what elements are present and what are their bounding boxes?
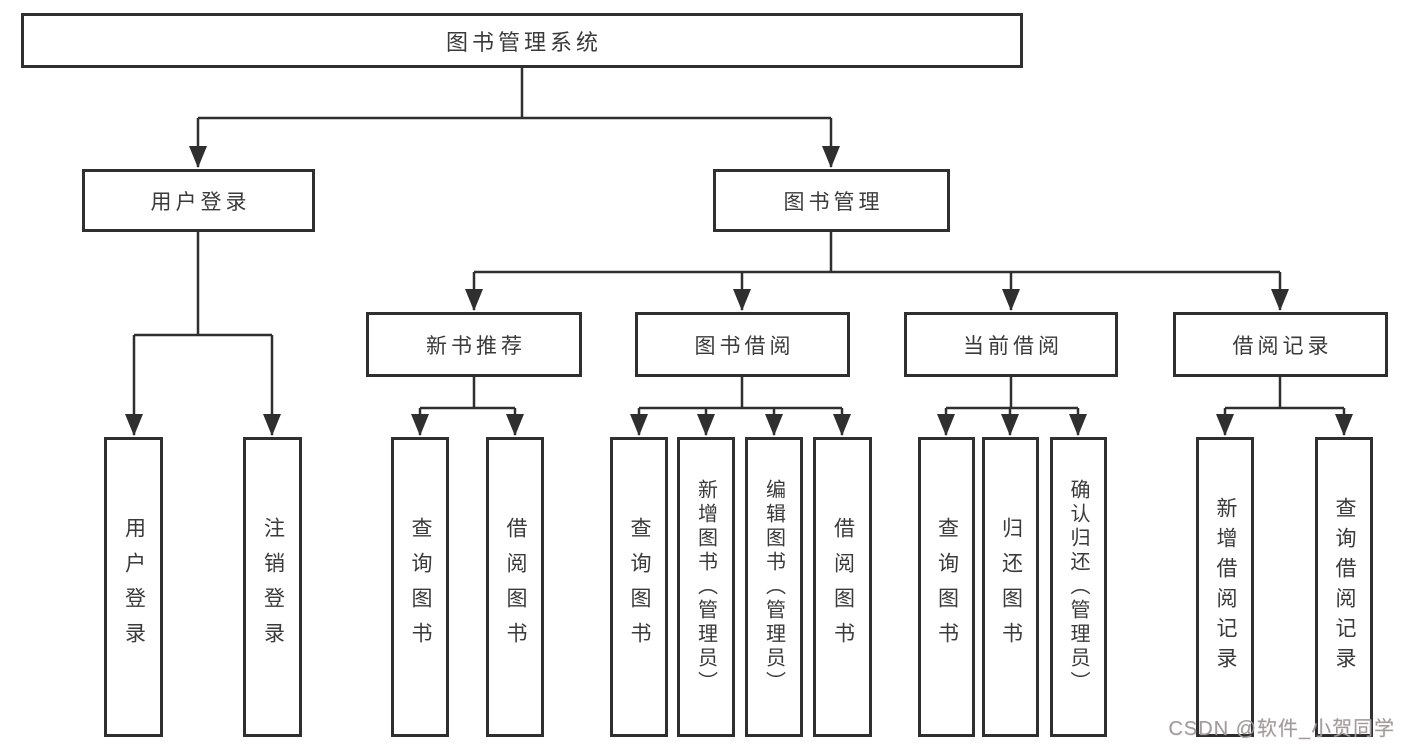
connector-book-management-split (474, 232, 1280, 274)
connector-current-borrow-split (946, 377, 1078, 410)
node-user-login: 用户登录 (82, 169, 315, 232)
node-book-management: 图书管理 (713, 169, 950, 232)
node-root: 图书管理系统 (21, 13, 1023, 68)
leaf-newbook-query-books: 查询图书 (391, 437, 449, 737)
node-borrow-records: 借阅记录 (1173, 312, 1388, 377)
connector-user-login-split (134, 232, 272, 337)
connector-root-split (198, 68, 831, 120)
leaf-borrow-query-books: 查询图书 (610, 437, 668, 737)
node-book-borrow: 图书借阅 (635, 312, 850, 377)
connector-book-borrow-split (639, 377, 842, 410)
leaf-current-confirm-return-admin: 确认归还（管理员） (1050, 437, 1107, 737)
node-new-book-recommend: 新书推荐 (366, 312, 582, 377)
node-root-label: 图书管理系统 (445, 29, 602, 55)
leaf-records-add-record: 新增借阅记录 (1196, 437, 1254, 737)
leaf-current-query-books: 查询图书 (918, 437, 975, 737)
leaf-borrow-edit-books-admin: 编辑图书（管理员） (745, 437, 803, 737)
leaf-logout: 注销登录 (243, 437, 302, 737)
node-book-management-label: 图书管理 (783, 190, 884, 214)
leaf-borrow-add-books-admin: 新增图书（管理员） (677, 437, 735, 737)
node-book-borrow-label: 图书借阅 (694, 334, 795, 358)
node-current-borrow-label: 当前借阅 (963, 334, 1063, 358)
node-new-book-recommend-label: 新书推荐 (426, 334, 526, 358)
connector-new-book-split (420, 377, 515, 410)
node-current-borrow: 当前借阅 (904, 312, 1118, 377)
leaf-newbook-borrow-books: 借阅图书 (486, 437, 544, 737)
node-borrow-records-label: 借阅记录 (1232, 334, 1333, 358)
leaf-current-return-books: 归还图书 (982, 437, 1039, 737)
connector-borrow-records-split (1225, 377, 1344, 410)
leaf-records-query-record: 查询借阅记录 (1315, 437, 1373, 737)
csdn-watermark: CSDN @软件_小贺同学 (1168, 718, 1395, 740)
leaf-borrow-borrow-books: 借阅图书 (813, 437, 872, 737)
leaf-user-login: 用户登录 (104, 437, 163, 737)
node-user-login-label: 用户登录 (150, 190, 251, 214)
